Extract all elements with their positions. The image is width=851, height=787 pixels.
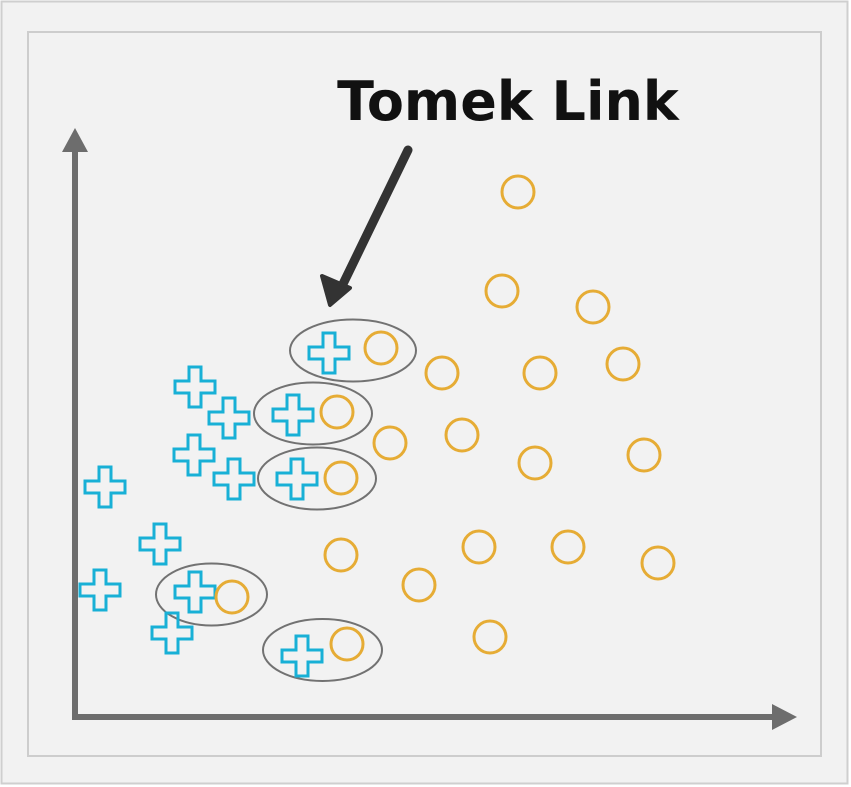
tomek-link-ellipse (289, 318, 417, 383)
pointer-arrow-head (320, 274, 352, 307)
circle-icon (472, 619, 508, 655)
tomek-link-ellipse (257, 446, 377, 511)
tomek-link-ellipse (155, 562, 268, 627)
plus-icon (150, 611, 194, 655)
plus-icon (172, 433, 216, 477)
tomek-links (155, 318, 417, 682)
circle-icon (461, 529, 497, 565)
circle-icon (323, 460, 359, 496)
circle-icon (363, 330, 399, 366)
tomek-link-ellipse (262, 618, 383, 682)
plus-icon (83, 465, 127, 509)
circle-icon (605, 346, 641, 382)
plus-icon (275, 457, 319, 501)
circle-icon (214, 579, 250, 615)
axes (62, 128, 797, 730)
circle-icon (329, 626, 365, 662)
circle-icon (424, 355, 460, 391)
pointer-arrow (320, 145, 413, 307)
plus-icon (173, 365, 217, 409)
circle-icon (444, 417, 480, 453)
circle-icon (401, 567, 437, 603)
diagram-title: Tomek Link (337, 70, 680, 133)
plot-frame (27, 31, 822, 757)
y-axis-arrowhead (62, 128, 88, 152)
circle-icon (640, 545, 676, 581)
tomek-link-ellipse (253, 381, 373, 446)
data-points (78, 174, 676, 678)
x-axis-arrowhead (772, 704, 797, 730)
plus-icon (271, 393, 315, 437)
circle-icon (484, 273, 520, 309)
plus-icon (78, 568, 122, 612)
plus-icon (212, 457, 256, 501)
plus-icon (173, 570, 217, 614)
circle-icon (500, 174, 536, 210)
pointer-arrow-shaft (338, 145, 413, 289)
circle-icon (372, 425, 408, 461)
circle-icon (323, 537, 359, 573)
plus-icon (307, 331, 351, 375)
circle-icon (319, 394, 355, 430)
circle-icon (626, 437, 662, 473)
circle-icon (550, 529, 586, 565)
plus-icon (280, 634, 324, 678)
circle-icon (575, 289, 611, 325)
plus-icon (207, 396, 251, 440)
plus-icon (138, 522, 182, 566)
circle-icon (522, 355, 558, 391)
circle-icon (517, 445, 553, 481)
